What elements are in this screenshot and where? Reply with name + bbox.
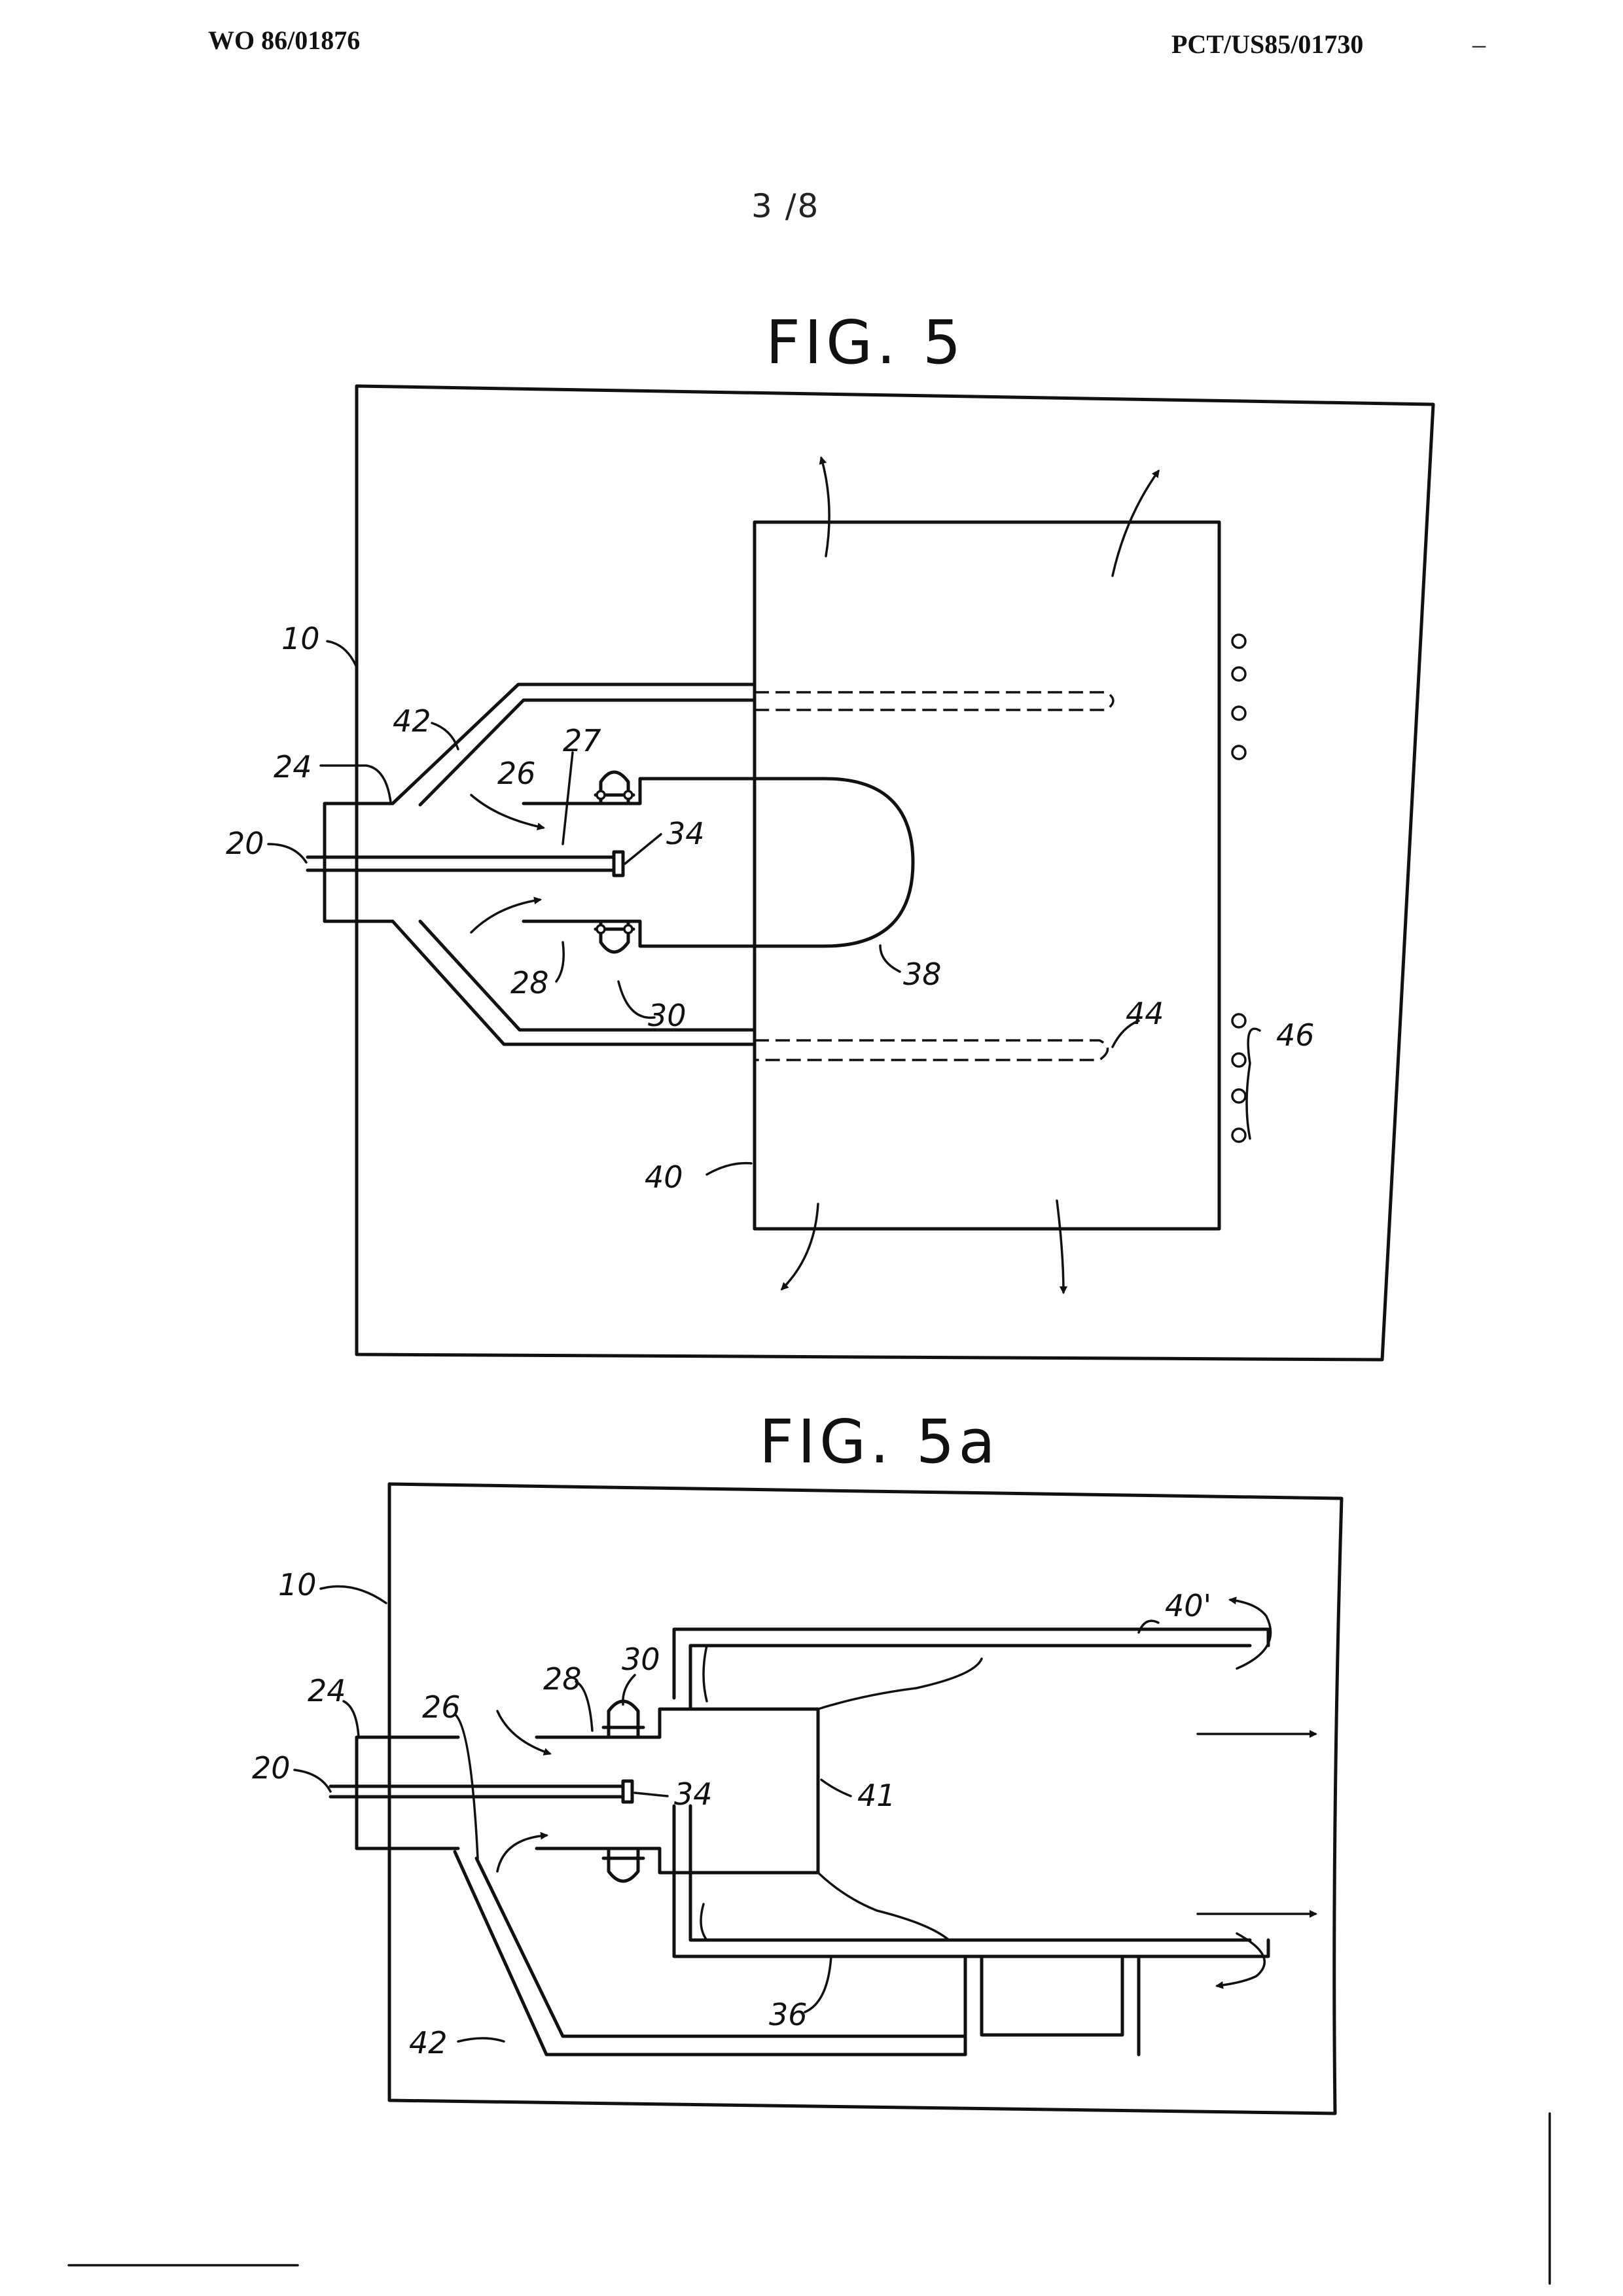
fig5-leader xyxy=(563,752,573,844)
fig5-label-26: 26 xyxy=(497,756,536,791)
fig5-tube-24 xyxy=(325,804,393,921)
fig5a-label-20: 20 xyxy=(252,1750,291,1786)
fig5-flow-arrow xyxy=(821,458,829,556)
fig5-hole-46 xyxy=(1232,1014,1245,1027)
fig5a-flow-arrow xyxy=(1230,1600,1271,1669)
fig5a-label-34: 34 xyxy=(674,1776,713,1812)
figure-5-drawing: 10 42 27 24 26 20 34 28 30 38 44 46 40 xyxy=(226,386,1433,1360)
fig5-hole-46 xyxy=(1232,707,1245,720)
fig5a-leader xyxy=(635,1793,668,1796)
fig5-flow-arrow xyxy=(471,795,543,828)
fig5-flow-arrow xyxy=(782,1204,818,1289)
fig5-label-42: 42 xyxy=(393,703,431,739)
fig5-label-24: 24 xyxy=(274,749,312,785)
fig5-clip-dot xyxy=(597,791,605,799)
fig5-inner-tube-bottom-44 xyxy=(755,1040,1108,1060)
fig5a-leader xyxy=(321,1586,386,1603)
fig5a-label-24: 24 xyxy=(308,1673,346,1708)
fig5-leader xyxy=(625,834,661,864)
fig5-housing-10 xyxy=(357,386,1433,1360)
fig5-hole-46 xyxy=(1232,667,1245,680)
fig5-clip-dot xyxy=(597,925,605,933)
fig5-inner-tube-top xyxy=(755,692,1113,710)
fig5a-label-10: 10 xyxy=(278,1567,317,1602)
fig5-label-28: 28 xyxy=(510,965,549,1000)
fig5-leader xyxy=(556,942,563,981)
fig5-label-44: 44 xyxy=(1126,996,1164,1031)
fig5-label-27: 27 xyxy=(563,723,601,758)
fig5-label-46: 46 xyxy=(1276,1017,1315,1053)
fig5a-tube-24 xyxy=(357,1737,458,1848)
fig5a-label-36: 36 xyxy=(769,1997,808,2032)
fig5-hole-46 xyxy=(1232,1089,1245,1103)
fig5a-chamber-40p-inner xyxy=(690,1646,1250,1940)
fig5a-clip-bottom xyxy=(603,1848,643,1881)
fig5-hole-46 xyxy=(1232,635,1245,648)
fig5a-cavity-36 xyxy=(701,1873,949,1940)
fig5a-leader xyxy=(294,1770,330,1792)
fig5-label-10: 10 xyxy=(281,621,320,656)
fig5a-label-28: 28 xyxy=(543,1661,582,1697)
fig5-leader xyxy=(1247,1029,1260,1139)
fig5a-label-40-prime: 40' xyxy=(1165,1588,1211,1623)
fig5-clip-dot xyxy=(624,791,632,799)
fig5a-leader xyxy=(458,2038,504,2041)
fig5a-label-41: 41 xyxy=(857,1778,896,1813)
fig5a-label-30: 30 xyxy=(622,1642,660,1677)
fig5a-leader xyxy=(821,1780,851,1796)
fig5-hole-46 xyxy=(1232,1053,1245,1067)
fig5-hole-46 xyxy=(1232,746,1245,759)
fig5-nozzle-27 xyxy=(524,779,755,946)
fig5-bulb-38 xyxy=(755,779,913,946)
fig5-rod-20 xyxy=(308,857,614,870)
fig5-leader xyxy=(707,1163,751,1174)
fig5a-sump xyxy=(965,1956,1139,2055)
fig5-label-30: 30 xyxy=(648,998,687,1033)
fig5-label-40: 40 xyxy=(645,1159,683,1195)
fig5a-flow-arrow xyxy=(497,1835,546,1871)
fig5a-flow-arrow xyxy=(497,1711,550,1754)
fig5a-rod-20 xyxy=(330,1786,623,1797)
fig5-clip-dot xyxy=(624,925,632,933)
fig5a-chamber-40p-outer xyxy=(674,1629,1268,1956)
fig5-leader xyxy=(268,844,306,862)
fig5-label-38: 38 xyxy=(903,957,942,992)
fig5-hole-46 xyxy=(1232,1129,1245,1142)
fig5a-label-26: 26 xyxy=(422,1689,461,1725)
fig5-fitting-34 xyxy=(614,852,623,875)
fig5-flow-arrow xyxy=(471,900,540,932)
fig5a-fitting-34 xyxy=(623,1781,632,1802)
fig5-label-20: 20 xyxy=(226,826,264,861)
fig5a-leader xyxy=(805,1956,831,2012)
fig5a-label-42: 42 xyxy=(409,2025,448,2060)
fig5-leader xyxy=(327,641,357,667)
fig5-leader xyxy=(880,945,900,972)
fig5a-cavity-36 xyxy=(704,1646,982,1709)
fig5a-clip-top xyxy=(603,1701,643,1737)
figure-5a-drawing: 10 40' 30 28 24 26 20 34 41 36 42 xyxy=(252,1484,1342,2113)
fig5-chamber-40 xyxy=(755,522,1219,1229)
fig5-flow-arrow xyxy=(1057,1201,1063,1292)
fig5-label-34: 34 xyxy=(666,816,705,851)
